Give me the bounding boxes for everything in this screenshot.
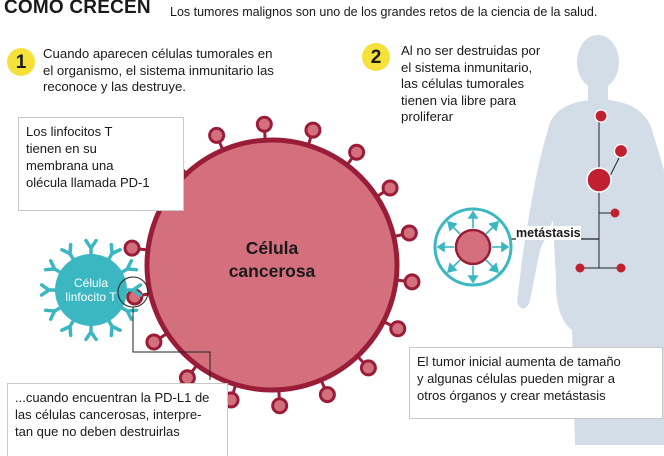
tumor-dot xyxy=(616,263,626,273)
step-1-line: Cuando aparecen células tumorales en xyxy=(43,46,273,61)
tumor-dot xyxy=(594,109,608,123)
pd-l1-receptor xyxy=(255,115,273,133)
t-cell xyxy=(55,254,127,326)
pd-l1-receptor xyxy=(381,179,399,197)
cancer-cell-label-line: Célula xyxy=(245,238,299,258)
step-1-badge: 1 xyxy=(7,48,35,76)
step-2-line: proliferar xyxy=(401,109,454,125)
step-2-line: el sistema inmunitario, xyxy=(401,59,533,75)
page-subtitle: Los tumores malignos son uno de los gran… xyxy=(170,5,598,19)
connector-line xyxy=(132,307,211,380)
cancer-cell-label: Célula cancerosa xyxy=(192,237,352,283)
pd-l1-receptor xyxy=(400,224,418,242)
metastasis-info-line: y algunas células pueden migrar a xyxy=(417,371,616,386)
t-cell-label: Célula linfocito T xyxy=(55,276,127,304)
step-2-line: tienen via libre para xyxy=(401,92,517,108)
pd-1-receptor xyxy=(84,322,98,342)
step-2-line: las células tumorales xyxy=(401,76,525,92)
pd-l1-receptor xyxy=(389,320,407,338)
step-1-line: reconoce y las destruye. xyxy=(43,79,186,95)
metastasis-cell xyxy=(433,207,513,287)
pd-l1-receptor xyxy=(359,359,377,377)
tumor-dot xyxy=(610,208,620,218)
pd-1-receptor xyxy=(60,242,76,263)
pd-l1-receptor xyxy=(403,273,421,291)
t-cell-info-box: Los linfocitos T tienen en su membrana u… xyxy=(18,117,184,211)
pd-l1-receptor xyxy=(145,333,163,351)
t-cell-info-line: olécula llamada PD-1 xyxy=(26,175,150,190)
tumor-dot xyxy=(575,263,585,273)
pd-l1-info-line: las células cancerosas, interpre- xyxy=(15,407,202,422)
pd-l1-info-box: ...cuando encuentran la PD-L1 de las cél… xyxy=(7,383,228,456)
pd-1-receptor xyxy=(84,238,98,258)
primary-tumor-dot xyxy=(586,167,612,193)
pd-l1-info-line: ...cuando encuentran la PD-L1 de xyxy=(15,390,210,405)
t-cell-receptors xyxy=(39,238,143,342)
t-cell-label-line: linfocito T xyxy=(65,290,117,304)
pd-1-receptor xyxy=(118,259,139,275)
pd-1-receptor xyxy=(43,305,64,321)
cancer-cell-label-line: cancerosa xyxy=(228,261,316,281)
step-1-text: Cuando aparecen células tumorales en el … xyxy=(43,46,333,96)
metastasis-info-line: El tumor inicial aumenta de tamaño xyxy=(417,354,621,369)
tumor-dot xyxy=(613,143,629,159)
t-cell-info-line: membrana una xyxy=(26,158,114,173)
metastasis-label: metástasis xyxy=(516,226,581,240)
pd-l1-receptor xyxy=(318,386,336,404)
pd-1-receptor xyxy=(106,242,122,263)
page-title: CÓMO CRECEN xyxy=(4,0,151,18)
pd-1-receptor xyxy=(118,305,139,321)
pd-1-receptor xyxy=(43,259,64,275)
step-2-text: Al no ser destruidas por el sistema inmu… xyxy=(401,43,571,126)
pd-l1-info-line: tan que no deben destruirlas xyxy=(15,424,180,439)
metastasis-info-line: otros órganos y crear metástasis xyxy=(417,388,606,403)
t-cell-info-line: tienen en su xyxy=(26,141,97,156)
pd-l1-receptor xyxy=(271,397,289,415)
pd-l1-receptor xyxy=(123,239,141,257)
step-1-line: el organismo, el sistema inmunitario las xyxy=(43,62,274,78)
pd-l1-receptor xyxy=(208,126,226,144)
metastasis-info-box: El tumor inicial aumenta de tamaño y alg… xyxy=(409,347,663,419)
pd-1-receptor xyxy=(106,317,122,338)
t-cell-info-line: Los linfocitos T xyxy=(26,124,113,139)
pd-l1-receptor xyxy=(304,121,322,139)
pd-l1-receptor xyxy=(348,143,366,161)
step-2-badge: 2 xyxy=(362,43,390,71)
pd-1-receptor xyxy=(60,317,76,338)
step-2-line: Al no ser destruidas por xyxy=(401,43,541,58)
cancer-cell xyxy=(144,137,400,393)
t-cell-label-line: Célula xyxy=(73,276,109,290)
